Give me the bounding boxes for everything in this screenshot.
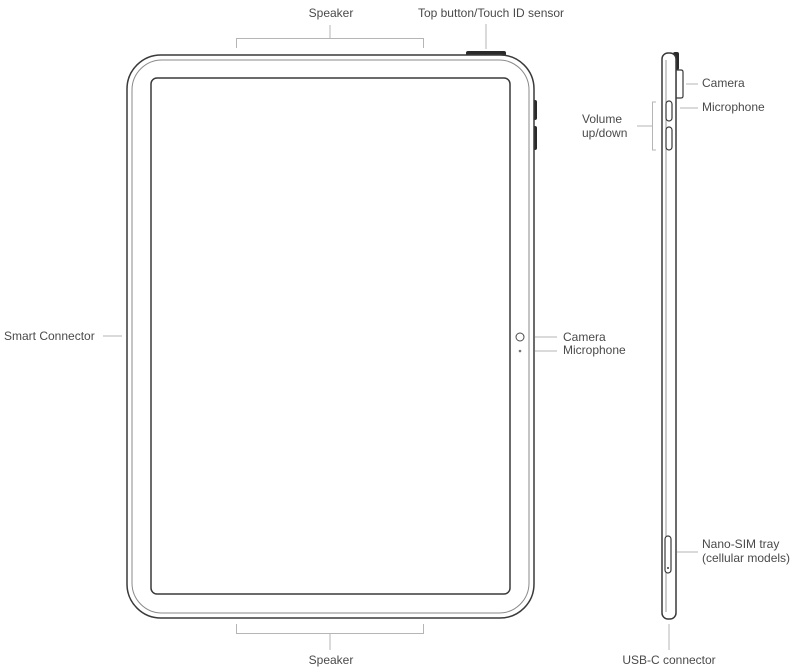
top-button-label: Top button/Touch ID sensor bbox=[417, 6, 565, 20]
smart-connector-label: Smart Connector bbox=[4, 329, 95, 343]
front-camera-label: Camera bbox=[563, 330, 606, 344]
volume-label-line-1: Volume bbox=[582, 112, 623, 126]
bottom-speaker-label: Speaker bbox=[308, 653, 354, 667]
ipad-front-view bbox=[126, 51, 537, 619]
side-volume-down-button bbox=[665, 126, 673, 151]
side-camera-bump bbox=[675, 69, 684, 99]
bottom-speaker-bracket bbox=[236, 624, 424, 634]
front-camera-icon bbox=[515, 332, 525, 342]
front-microphone-hole bbox=[518, 349, 522, 353]
front-view-leader-lines bbox=[103, 24, 557, 650]
side-camera-label: Camera bbox=[702, 76, 745, 90]
side-microphone-label: Microphone bbox=[702, 100, 765, 114]
usbc-label: USB-C connector bbox=[622, 653, 716, 667]
nano-sim-eject-hole bbox=[667, 567, 669, 569]
volume-label-line-2: up/down bbox=[582, 126, 628, 140]
nano-sim-tray bbox=[664, 535, 672, 574]
nano-sim-label-line-2: (cellular models) bbox=[702, 551, 791, 565]
ipad-display bbox=[150, 77, 511, 595]
side-volume-up-button bbox=[665, 100, 673, 122]
ipad-side-view bbox=[661, 52, 684, 620]
top-speaker-bracket bbox=[236, 38, 424, 48]
top-speaker-label: Speaker bbox=[308, 6, 354, 20]
volume-label: Volume up/down bbox=[582, 112, 642, 140]
ipad-bezel-inner-line bbox=[131, 59, 530, 614]
nano-sim-label-line-1: Nano-SIM tray bbox=[702, 537, 780, 551]
side-view-leader-lines bbox=[637, 83, 698, 650]
nano-sim-label: Nano-SIM tray (cellular models) bbox=[702, 537, 798, 565]
front-microphone-label: Microphone bbox=[563, 343, 626, 357]
volume-bracket bbox=[652, 101, 656, 151]
